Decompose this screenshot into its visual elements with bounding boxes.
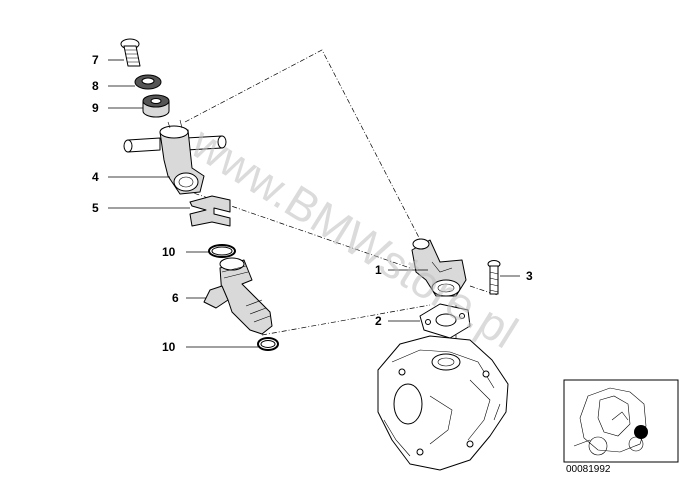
callout-2: 2 <box>375 314 382 328</box>
callout-7: 7 <box>92 53 99 67</box>
reference-number: 00081992 <box>566 464 611 475</box>
cylinder-head <box>377 335 509 471</box>
watermark-text: www.BMWstore.pl <box>182 116 527 358</box>
o-ring-part-10-lower <box>257 337 279 351</box>
o-ring-part-10-upper <box>208 244 236 258</box>
callout-labels: 7 8 9 4 5 10 6 10 1 2 3 <box>92 53 533 354</box>
injector-part-6 <box>203 257 273 335</box>
leader-lines <box>108 59 520 348</box>
callout-9: 9 <box>92 101 99 115</box>
location-marker-icon <box>634 425 648 439</box>
callout-5: 5 <box>92 201 99 215</box>
gasket-part-2 <box>419 303 471 339</box>
callout-10-lower: 10 <box>162 340 176 354</box>
callout-8: 8 <box>92 79 99 93</box>
clip-part-5 <box>189 195 231 227</box>
intake-flange-part-1 <box>411 238 467 297</box>
vehicle-thumbnail <box>563 379 679 463</box>
callout-6: 6 <box>172 291 179 305</box>
washer-part-8 <box>134 74 162 90</box>
screw-part-7 <box>120 38 141 67</box>
callout-3: 3 <box>526 269 533 283</box>
bolt-part-3 <box>487 260 501 295</box>
callout-10-upper: 10 <box>162 245 176 259</box>
bushing-part-9 <box>142 94 170 118</box>
fuel-distributor-part-4 <box>123 119 227 195</box>
callout-4: 4 <box>92 170 99 184</box>
callout-1: 1 <box>375 263 382 277</box>
